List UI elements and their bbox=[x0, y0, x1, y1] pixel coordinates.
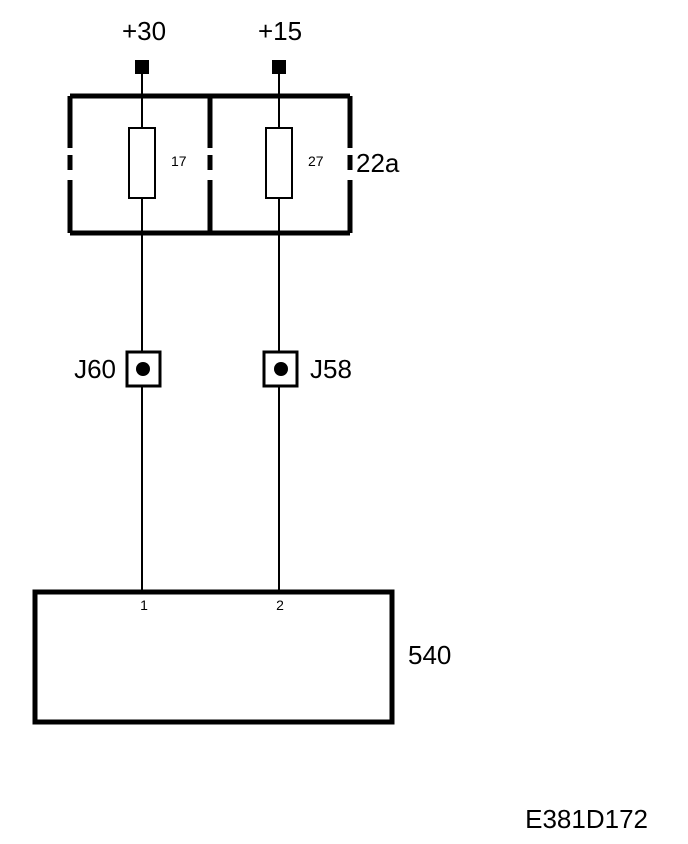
connector-j58 bbox=[262, 350, 299, 388]
fuse-box-gap-marks bbox=[67, 155, 353, 170]
supply-terminal-30 bbox=[135, 60, 149, 74]
connector-label-j58: J58 bbox=[310, 354, 352, 384]
fuse-27 bbox=[265, 127, 293, 199]
fuse-box bbox=[67, 93, 353, 236]
supply-label-15: +15 bbox=[258, 16, 302, 46]
supply-label-30: +30 bbox=[122, 16, 166, 46]
component-pin-1: 1 bbox=[140, 597, 148, 613]
connector-label-j60: J60 bbox=[74, 354, 116, 384]
supply-terminal-15 bbox=[272, 60, 286, 74]
connector-j60 bbox=[125, 350, 162, 388]
component-pin-2: 2 bbox=[276, 597, 284, 613]
fuse-17 bbox=[128, 127, 156, 199]
fuse-number-17: 17 bbox=[171, 153, 187, 169]
component-540-box bbox=[32, 589, 395, 725]
fuse-number-27: 27 bbox=[308, 153, 324, 169]
diagram-code: E381D172 bbox=[525, 804, 648, 834]
component-label: 540 bbox=[408, 640, 451, 670]
fuse-box-label: 22a bbox=[356, 148, 400, 178]
